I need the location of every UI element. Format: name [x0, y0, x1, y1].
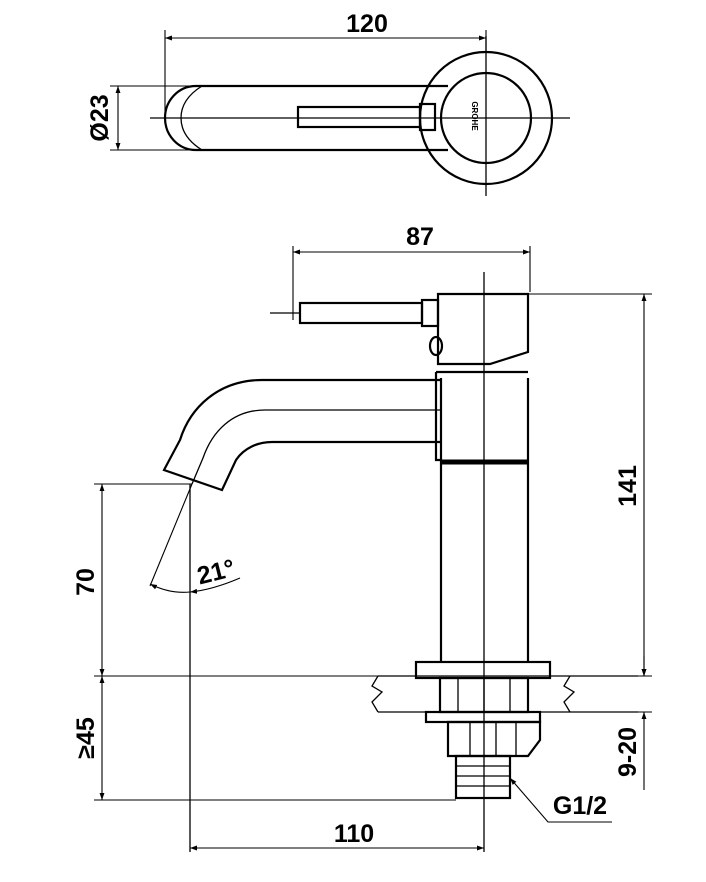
side-threaded-shank	[454, 754, 512, 800]
side-washer	[424, 710, 542, 724]
dim-45-label: ≥45	[72, 717, 100, 759]
side-deck-break-left	[371, 675, 384, 713]
side-spout-centerline	[191, 409, 441, 485]
dim-9-20-label: 9-20	[614, 727, 642, 777]
side-locknut-facets	[469, 722, 517, 756]
side-deck-surface	[378, 675, 638, 713]
side-lever	[298, 301, 424, 325]
side-cartridge-head	[436, 292, 530, 366]
side-locknut	[446, 720, 542, 758]
top-lever	[296, 105, 422, 129]
angle-21-label: 21°	[194, 554, 237, 590]
angle-21-arc	[149, 583, 191, 593]
side-view: 87 141 9-20 70 ≥45 21° 110 G1/2	[72, 223, 652, 852]
side-spout-outline	[162, 378, 441, 492]
dim-87-label: 87	[406, 223, 434, 251]
side-body-collar	[434, 370, 528, 462]
side-lever-joint	[420, 298, 440, 328]
angle-21-leg	[149, 483, 193, 587]
dim-141-label: 141	[614, 465, 642, 507]
thread-label: G1/2	[553, 792, 607, 820]
side-thread-lines	[456, 765, 510, 787]
side-lever-pivot	[428, 335, 444, 357]
dim-120-label: 120	[346, 10, 388, 38]
top-view: GROHE 120 Ø23	[86, 10, 570, 196]
side-deck-break-right	[563, 675, 576, 713]
angle-21-arc-right	[189, 577, 241, 594]
dim-110-label: 110	[334, 820, 374, 848]
thread-leader	[509, 777, 612, 823]
side-body-column	[439, 378, 530, 662]
dim-d23-label: Ø23	[86, 94, 114, 141]
top-logo-text: GROHE	[470, 101, 479, 131]
top-lever-joint	[418, 102, 437, 132]
dim-70-label: 70	[72, 568, 100, 596]
